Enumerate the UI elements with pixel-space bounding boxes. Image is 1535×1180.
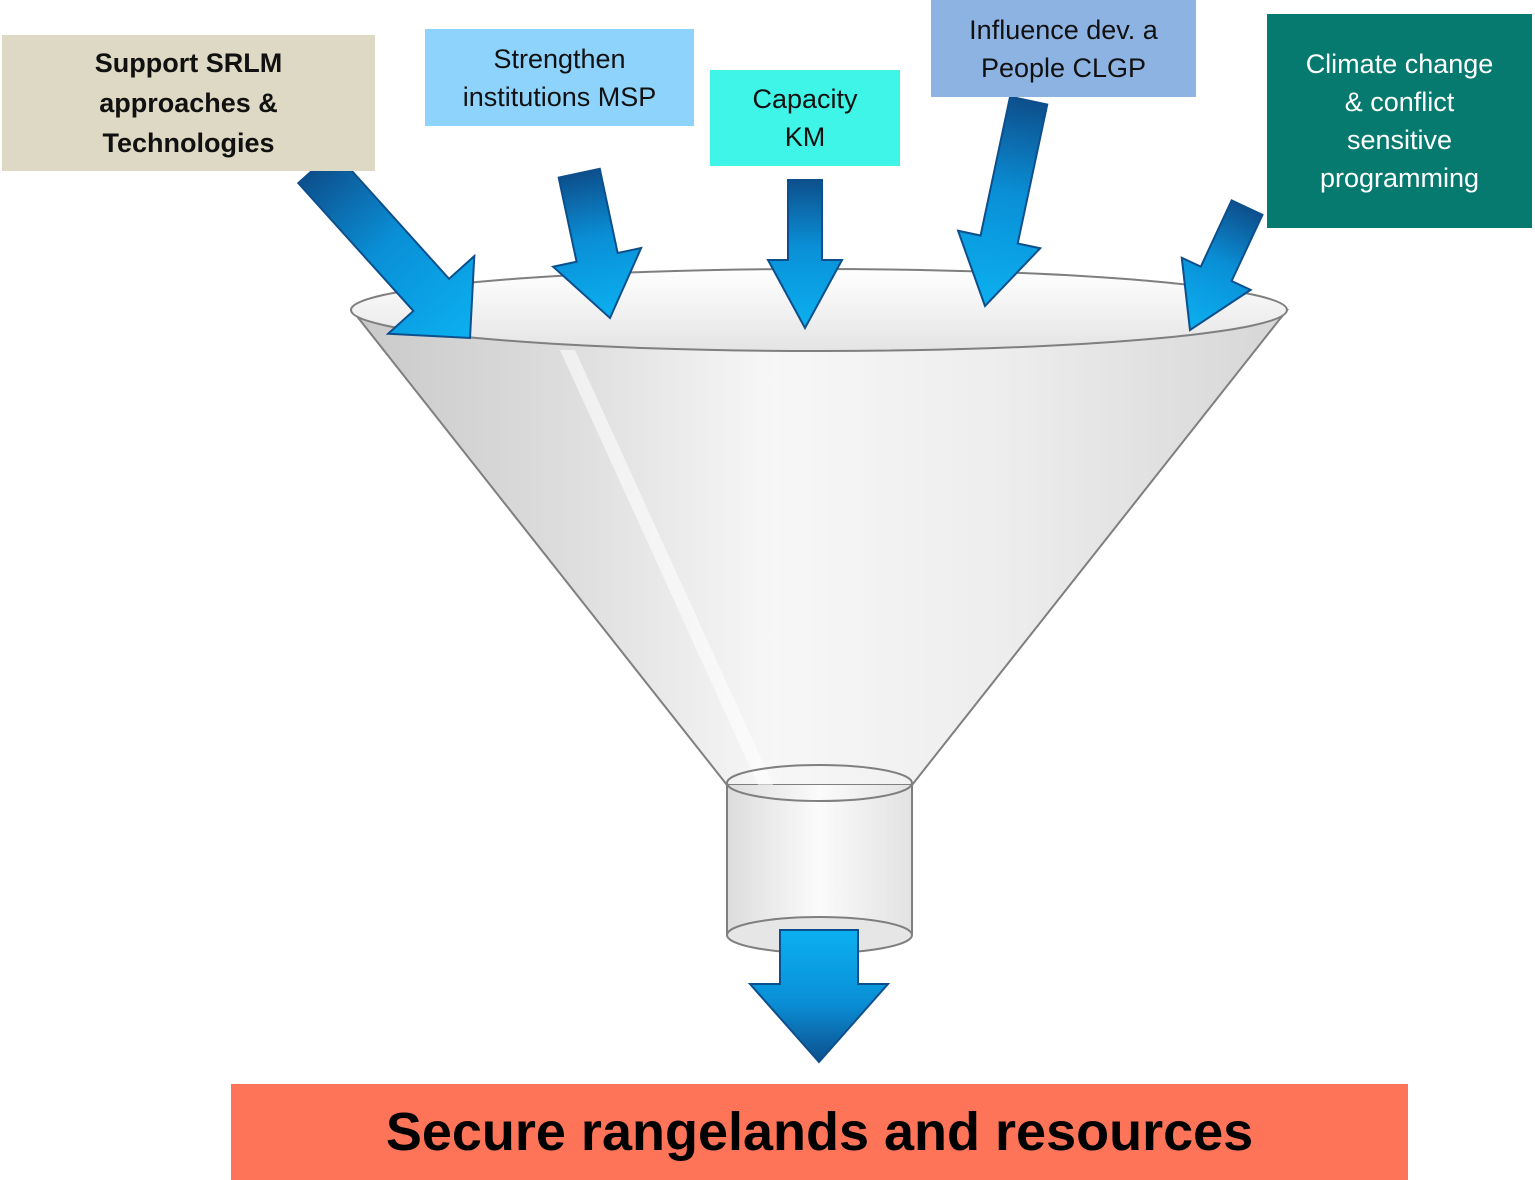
- arrow-climate: [1180, 199, 1264, 332]
- arrow-srlm: [296, 149, 476, 340]
- funnel-highlight: [560, 350, 780, 800]
- input-box-srlm: Support SRLM approaches & Technologies: [2, 35, 375, 171]
- funnel-spout: [727, 785, 912, 935]
- input-box-msp: Strengthen institutions MSP: [425, 29, 694, 126]
- arrow-km: [766, 179, 844, 331]
- outcome-box: Secure rangelands and resources: [231, 1084, 1408, 1180]
- arrow-msp: [550, 167, 643, 320]
- spout-top: [726, 764, 913, 802]
- arrow-output: [747, 929, 891, 1064]
- arrow-clgp: [956, 95, 1049, 308]
- input-box-km: Capacity KM: [710, 70, 900, 166]
- funnel-cone: [349, 309, 1290, 786]
- input-box-climate: Climate change & conflict sensitive prog…: [1267, 14, 1532, 228]
- input-box-clgp: Influence dev. a People CLGP: [931, 0, 1196, 97]
